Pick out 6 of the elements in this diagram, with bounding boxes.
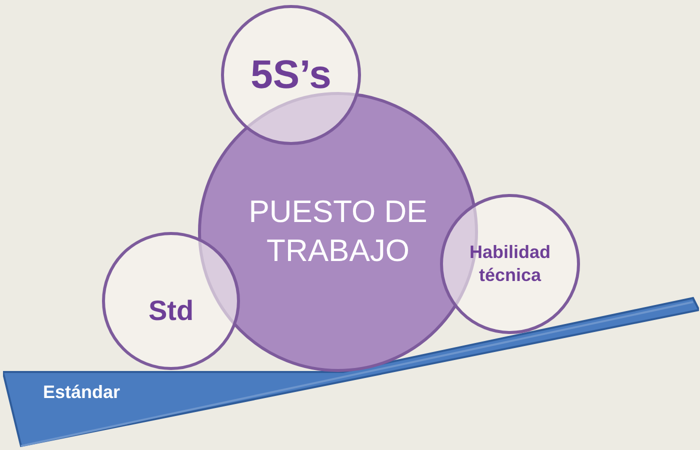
ramp-wedge [3,296,699,448]
wedge-label: Estándar [43,382,120,403]
circle-label: 5S’s [250,52,332,98]
circle-label: PUESTO DE TRABAJO [248,193,428,270]
circle-label: Std [148,295,194,327]
circle-label: Habilidad técnica [468,240,552,287]
